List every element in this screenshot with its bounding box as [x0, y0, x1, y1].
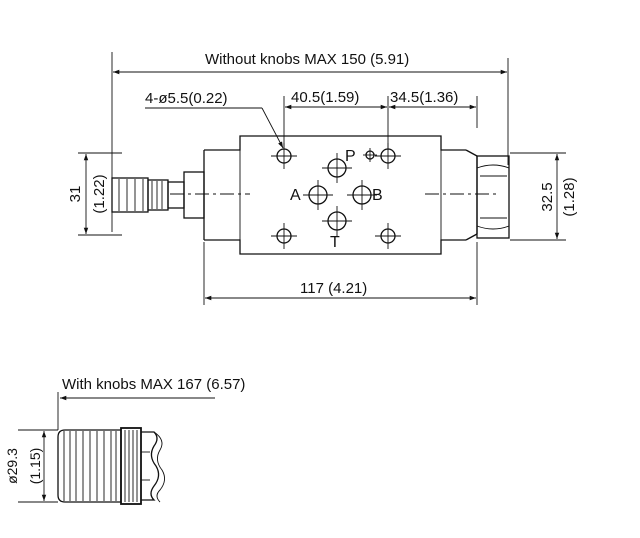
overall-length-dimension: Without knobs MAX 150 (5.91) [111, 51, 509, 232]
length-label: 117 (4.21) [300, 280, 367, 297]
height-in-label: (1.22) [91, 174, 108, 213]
port-p-label: P [345, 148, 356, 165]
knob [57, 427, 165, 505]
port-a-label: A [290, 187, 301, 204]
pitch-a-label: 40.5(1.59) [291, 89, 359, 106]
top-view: Without knobs MAX 150 (5.91) 4-ø5.5(0.22… [67, 51, 578, 305]
hex-nut [476, 155, 510, 239]
width-in-label: (1.28) [561, 177, 578, 216]
height-mm-label: 31 [67, 186, 84, 203]
knob-dia-mm-label: ø29.3 [4, 448, 20, 484]
with-knobs-label: With knobs MAX 167 (6.57) [62, 376, 245, 393]
knob-dia-in-label: (1.15) [27, 448, 43, 485]
width-mm-label: 32.5 [539, 182, 556, 211]
width-dimension: 32.5 (1.28) [510, 152, 578, 241]
length-dimension: 117 (4.21) [203, 242, 478, 305]
mounting-holes [271, 143, 401, 249]
ports: A B P T [290, 148, 383, 251]
pitch-dimensions: 40.5(1.59) 34.5(1.36) [283, 89, 478, 150]
adjusting-screw [111, 171, 205, 219]
hole-spec-callout: 4-ø5.5(0.22) [145, 90, 284, 149]
port-b-label: B [372, 187, 383, 204]
hole-spec-label: 4-ø5.5(0.22) [145, 90, 228, 107]
without-knobs-label: Without knobs MAX 150 (5.91) [205, 51, 409, 68]
height-dimension: 31 (1.22) [67, 152, 122, 236]
knob-detail-view: With knobs MAX 167 (6.57) ø29.3 (1.15) [4, 376, 245, 505]
pitch-b-label: 34.5(1.36) [390, 89, 458, 106]
port-t-label: T [330, 234, 340, 251]
